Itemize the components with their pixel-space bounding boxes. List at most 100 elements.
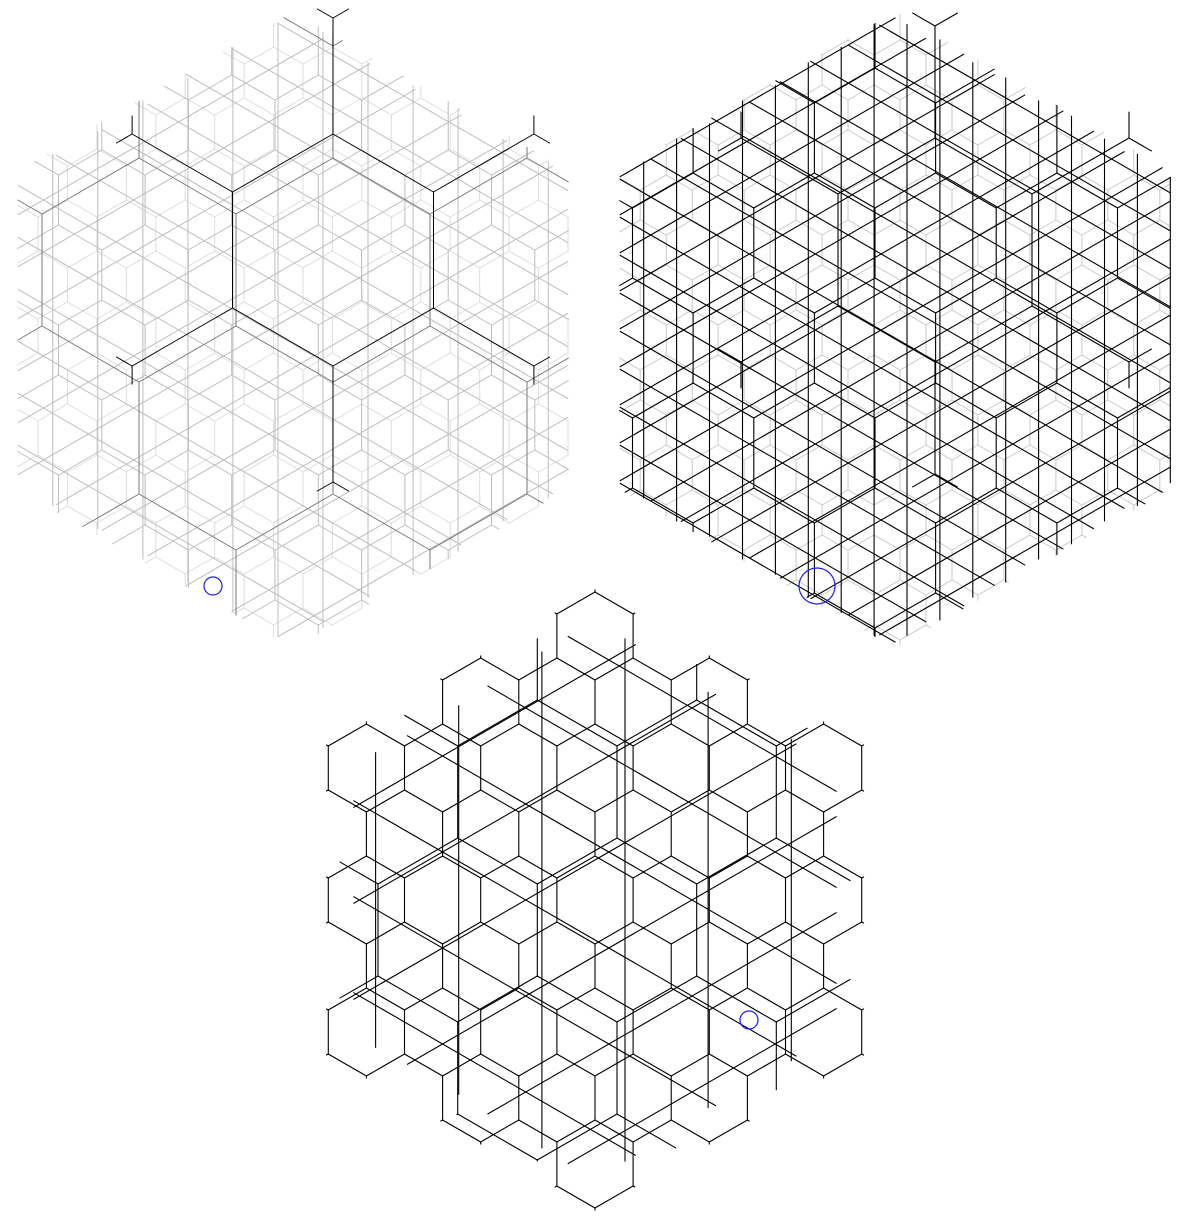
grid-line bbox=[849, 46, 1170, 231]
light-edge bbox=[1108, 310, 1134, 325]
light-edge bbox=[900, 175, 926, 190]
grey-edge bbox=[448, 525, 491, 550]
light-edge bbox=[97, 506, 126, 523]
edge bbox=[709, 658, 747, 680]
light-edge bbox=[185, 200, 215, 217]
light-edge bbox=[666, 175, 692, 190]
edge bbox=[671, 790, 709, 812]
edge bbox=[633, 724, 671, 746]
light-edge bbox=[1160, 364, 1171, 370]
edge bbox=[405, 922, 443, 944]
grey-edge bbox=[535, 381, 569, 400]
dark-edge bbox=[333, 134, 434, 192]
light-edge bbox=[480, 455, 509, 472]
grid-line bbox=[651, 201, 1170, 501]
light-edge bbox=[1108, 400, 1134, 415]
edge bbox=[366, 790, 404, 812]
grid-line bbox=[712, 277, 1170, 541]
grid-line bbox=[488, 686, 836, 887]
edge bbox=[709, 790, 747, 812]
edge bbox=[366, 922, 404, 944]
light-edge bbox=[822, 130, 848, 145]
edge bbox=[754, 173, 815, 208]
light-edge bbox=[874, 175, 900, 190]
dark-edge bbox=[317, 9, 333, 18]
light-edge bbox=[1030, 265, 1056, 280]
edge bbox=[671, 724, 709, 746]
edge bbox=[405, 790, 443, 812]
light-edge bbox=[770, 130, 796, 145]
grey-edge bbox=[492, 225, 535, 250]
light-edge bbox=[67, 149, 97, 166]
light-edge bbox=[822, 445, 848, 460]
light-edge bbox=[362, 353, 391, 370]
light-edge bbox=[1056, 265, 1082, 280]
light-edge bbox=[848, 445, 874, 460]
light-edge bbox=[900, 220, 926, 235]
grey-edge bbox=[275, 225, 318, 250]
grey-edge bbox=[113, 525, 146, 544]
light-edge bbox=[718, 445, 744, 460]
light-edge bbox=[692, 445, 718, 460]
light-edge bbox=[666, 490, 692, 505]
light-edge bbox=[978, 490, 1004, 505]
light-edge bbox=[185, 506, 215, 523]
light-edge bbox=[874, 40, 900, 55]
grey-edge bbox=[59, 225, 102, 250]
light-edge bbox=[900, 310, 926, 325]
light-edge bbox=[770, 220, 796, 235]
light-edge bbox=[156, 455, 185, 472]
grey-edge bbox=[232, 450, 275, 475]
edge bbox=[1057, 488, 1118, 523]
grey-edge bbox=[405, 450, 448, 475]
grid-line bbox=[880, 25, 1170, 192]
grid-line bbox=[354, 897, 716, 1106]
light-edge bbox=[978, 85, 1004, 100]
edge bbox=[557, 658, 595, 680]
light-edge bbox=[978, 220, 1004, 235]
light-edge bbox=[215, 251, 244, 268]
light-edge bbox=[1160, 400, 1171, 406]
light-edge bbox=[848, 310, 874, 325]
light-edge bbox=[391, 353, 421, 370]
edge bbox=[747, 856, 785, 878]
edge bbox=[862, 790, 864, 791]
grey-edge bbox=[188, 450, 231, 475]
grey-grid-line bbox=[102, 261, 568, 530]
grid-line bbox=[568, 1009, 836, 1164]
grey-grid-line bbox=[102, 130, 568, 399]
light-edge bbox=[391, 149, 421, 166]
grid-line bbox=[620, 483, 895, 642]
light-edge bbox=[185, 455, 215, 472]
edge bbox=[936, 173, 997, 208]
light-edge bbox=[822, 355, 848, 370]
light-edge bbox=[509, 200, 538, 217]
edge bbox=[443, 1120, 481, 1142]
light-edge bbox=[926, 130, 952, 145]
edge bbox=[671, 658, 709, 680]
light-edge bbox=[1160, 274, 1171, 280]
light-edge bbox=[362, 557, 391, 574]
edge bbox=[458, 976, 538, 1022]
light-edge bbox=[244, 98, 274, 115]
mid-edge bbox=[430, 494, 527, 550]
dark-edge bbox=[317, 482, 333, 491]
light-edge bbox=[539, 455, 568, 472]
light-edge bbox=[770, 175, 796, 190]
marker-circle bbox=[799, 568, 835, 604]
light-edge bbox=[97, 200, 126, 217]
light-edge bbox=[796, 220, 822, 235]
light-edge bbox=[692, 220, 718, 235]
edge bbox=[824, 790, 862, 812]
light-edge bbox=[848, 355, 874, 370]
dark-edge bbox=[935, 306, 1032, 362]
grid-line bbox=[354, 744, 796, 999]
light-edge bbox=[156, 200, 185, 217]
light-edge bbox=[185, 353, 215, 370]
edge bbox=[443, 988, 481, 1010]
light-edge bbox=[146, 557, 156, 563]
edge bbox=[814, 383, 875, 418]
light-edge bbox=[796, 85, 822, 100]
grid-line bbox=[354, 694, 716, 903]
mid-edge bbox=[527, 358, 568, 382]
